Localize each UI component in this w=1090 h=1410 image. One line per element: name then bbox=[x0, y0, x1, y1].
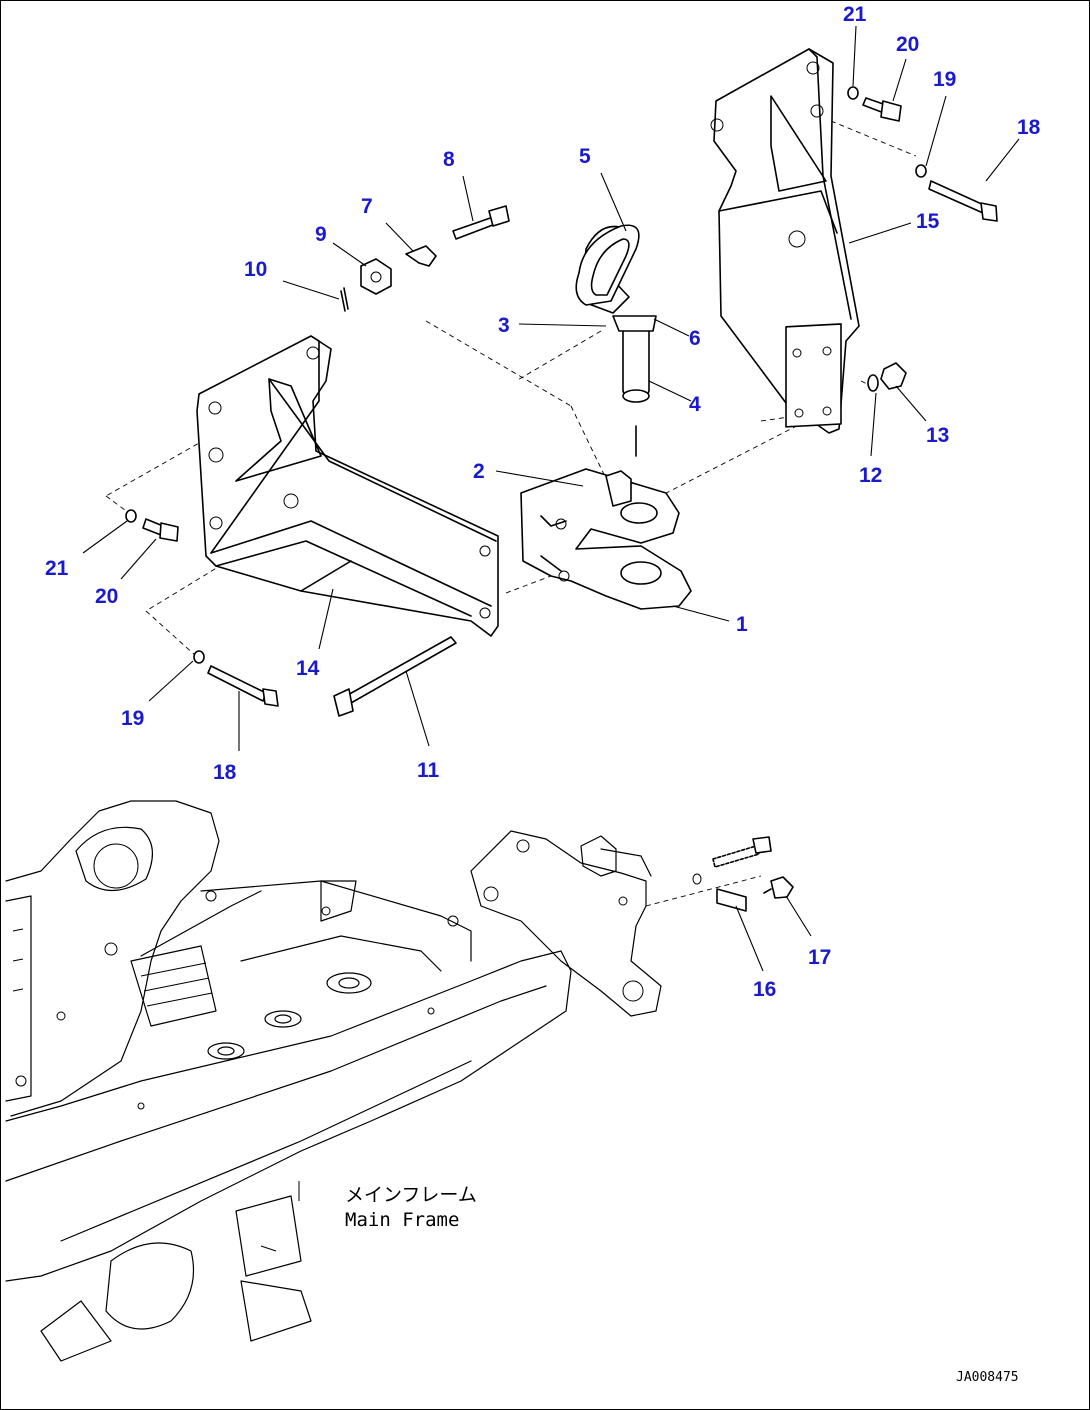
right-bracket-part-15 bbox=[710, 48, 860, 434]
main-frame-drawing bbox=[5, 800, 572, 1362]
callout-9: 9 bbox=[315, 223, 327, 246]
callout-17: 17 bbox=[808, 946, 831, 969]
callout-7: 7 bbox=[361, 195, 373, 218]
callout-6: 6 bbox=[689, 327, 701, 350]
callout-10: 10 bbox=[244, 258, 267, 281]
callout-1: 1 bbox=[736, 613, 748, 636]
caption-japanese: メインフレーム bbox=[345, 1184, 477, 1206]
callout-18a: 18 bbox=[1017, 116, 1041, 139]
callout-2: 2 bbox=[473, 460, 485, 483]
callout-19b: 19 bbox=[121, 707, 144, 730]
fasteners-upper bbox=[125, 86, 998, 717]
callout-8: 8 bbox=[443, 148, 455, 171]
callout-15: 15 bbox=[916, 210, 940, 233]
drawing-id: JA008475 bbox=[956, 1370, 1019, 1385]
callout-12: 12 bbox=[859, 464, 882, 487]
callout-labels: 1 2 3 4 5 6 7 8 9 10 11 12 13 14 15 16 1… bbox=[45, 3, 1041, 1001]
callout-11: 11 bbox=[417, 759, 440, 782]
callout-13: 13 bbox=[926, 424, 949, 447]
callout-20b: 20 bbox=[95, 585, 118, 608]
callout-19a: 19 bbox=[933, 68, 956, 91]
hitch-pin-assembly bbox=[575, 224, 657, 457]
callout-5: 5 bbox=[579, 145, 591, 168]
hitch-pin-part-4 bbox=[622, 325, 650, 397]
leader-lines bbox=[82, 25, 1020, 972]
callout-16: 16 bbox=[753, 978, 776, 1001]
callout-21b: 21 bbox=[45, 557, 69, 580]
callout-20a: 20 bbox=[896, 33, 919, 56]
callout-21a: 21 bbox=[843, 3, 867, 26]
main-frame-caption: メインフレーム Main Frame bbox=[345, 1184, 477, 1231]
tow-hitch-part-1 bbox=[520, 468, 692, 610]
callout-18b: 18 bbox=[213, 761, 237, 784]
callout-14: 14 bbox=[296, 657, 320, 680]
caption-english: Main Frame bbox=[345, 1209, 459, 1231]
bracket-part-2-plate bbox=[605, 470, 632, 507]
callout-4: 4 bbox=[689, 393, 701, 416]
callout-3: 3 bbox=[498, 314, 510, 337]
installed-hitch-bracket bbox=[470, 830, 794, 1017]
left-bracket-part-14 bbox=[196, 335, 499, 637]
